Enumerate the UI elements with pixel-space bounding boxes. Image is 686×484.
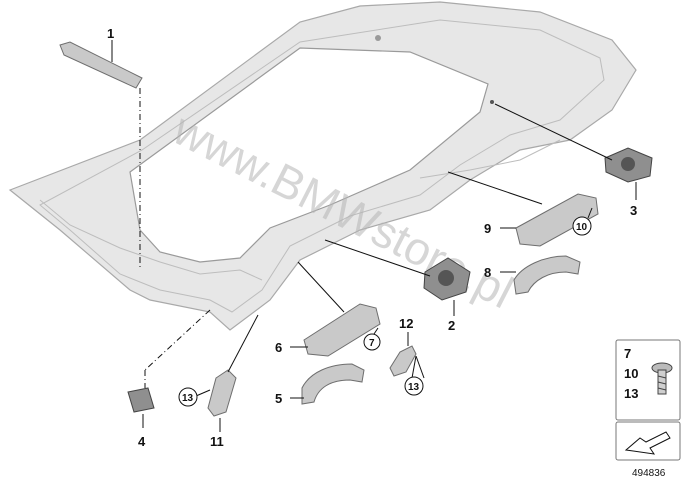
part-2-module: 2 <box>324 239 471 333</box>
part-3-module: 3 <box>494 103 653 218</box>
part-8-grab-handle: 8 <box>484 255 581 295</box>
callout-3: 3 <box>630 203 637 218</box>
callout-4: 4 <box>138 434 146 449</box>
legend-item-10: 10 <box>624 366 638 381</box>
callout-13-left: 13 <box>182 393 194 404</box>
part-1-strip: 1 <box>59 26 143 268</box>
callout-10-circle: 10 <box>572 207 593 236</box>
callout-5: 5 <box>275 391 282 406</box>
callout-7: 7 <box>369 338 375 349</box>
callout-1: 1 <box>107 26 114 41</box>
part-11-trim: 11 <box>207 314 259 449</box>
callout-8: 8 <box>484 265 491 280</box>
callout-9: 9 <box>484 221 491 236</box>
part-12-hook: 12 <box>389 316 425 379</box>
part-4-clip: 4 <box>127 309 211 449</box>
callout-2: 2 <box>448 318 455 333</box>
sunroof-opening <box>129 47 489 263</box>
callout-11: 11 <box>210 434 224 449</box>
part-5-grab-handle: 5 <box>275 363 365 406</box>
callout-6: 6 <box>275 340 282 355</box>
legend-item-7: 7 <box>624 346 631 361</box>
part-9-bracket: 9 <box>447 171 599 247</box>
callout-7-circle: 7 <box>363 327 381 351</box>
callout-13-right: 13 <box>408 382 420 393</box>
direction-arrow-box <box>615 421 681 461</box>
headliner <box>8 1 637 331</box>
callout-10: 10 <box>576 222 588 233</box>
callout-12: 12 <box>399 316 413 331</box>
part-6-bracket: 6 <box>275 261 381 357</box>
callout-13-right-circle: 13 <box>404 376 424 396</box>
fastener-legend: 7 10 13 <box>615 339 681 421</box>
legend-item-13: 13 <box>624 386 638 401</box>
callout-13-left-circle: 13 <box>178 387 211 407</box>
diagram-id: 494836 <box>632 468 666 479</box>
arrow-icon <box>624 431 671 455</box>
